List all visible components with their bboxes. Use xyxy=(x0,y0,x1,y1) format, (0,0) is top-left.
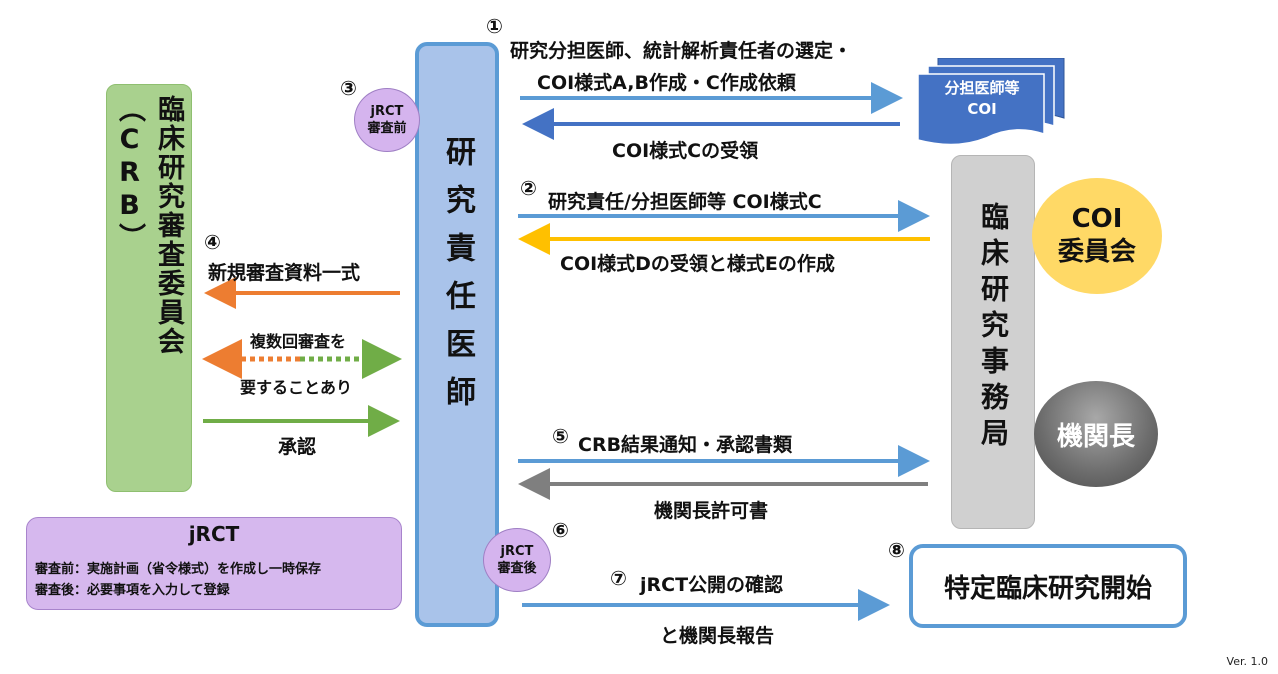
jrct-info-box: jRCT 審査前：実施計画（省令様式）を作成し一時保存 審査後：必要事項を入力し… xyxy=(26,517,402,610)
step5-return-label: 機関長許可書 xyxy=(654,500,769,522)
document-label: 分担医師等 COI xyxy=(918,78,1046,120)
step-number-7: ⑦ xyxy=(610,566,627,590)
step-number-3: ③ xyxy=(340,76,357,100)
step-number-8: ⑧ xyxy=(888,538,905,562)
jrct-pre-line1: jRCT xyxy=(370,104,404,119)
jrct-info-title: jRCT xyxy=(188,522,240,546)
step2-return-label: COI様式Dの受領と様式Eの作成 xyxy=(560,253,835,275)
jrct-pre-review-bubble: jRCT 審査前 xyxy=(354,88,420,152)
step7-label-line2: と機関長報告 xyxy=(660,625,775,647)
director-label: 機関長 xyxy=(1056,421,1135,452)
step5-label: CRB結果通知・承認書類 xyxy=(578,434,793,456)
coi-committee-line1: COI xyxy=(1071,204,1123,234)
step4-label: 新規審査資料一式 xyxy=(208,262,361,284)
step1-label-line2: COI様式A,B作成・C作成依頼 xyxy=(537,72,796,94)
office-label: 臨床研究事務局 xyxy=(977,202,1010,454)
jrct-post-line1: jRCT xyxy=(500,544,534,559)
clinical-research-start-box: 特定臨床研究開始 xyxy=(909,544,1187,628)
step-number-2: ② xyxy=(520,176,537,200)
coi-committee-circle: COI 委員会 xyxy=(1032,178,1162,294)
director-circle: 機関長 xyxy=(1034,381,1158,487)
start-label: 特定臨床研究開始 xyxy=(943,573,1152,604)
step1-label-line1: 研究分担医師、統計解析責任者の選定・ xyxy=(510,40,853,62)
pi-label: 研究責任医師 xyxy=(440,136,475,424)
research-office-box: 臨床研究事務局 xyxy=(951,155,1035,529)
approval-label: 承認 xyxy=(278,436,317,458)
step-number-4: ④ xyxy=(204,230,221,254)
jrct-pre-line2: 審査前 xyxy=(367,121,407,136)
document-label-line1: 分担医師等 xyxy=(944,79,1020,97)
jrct-post-line2: 審査後 xyxy=(497,561,537,576)
version-label: Ver. 1.0 xyxy=(1226,655,1268,668)
step7-label-line1: jRCT公開の確認 xyxy=(640,574,784,596)
multi-review-label-line1: 複数回審査を xyxy=(250,332,347,351)
jrct-info-line1: 審査前：実施計画（省令様式）を作成し一時保存 xyxy=(35,562,322,577)
step2-label: 研究責任/分担医師等 COI様式C xyxy=(548,191,822,213)
step-number-1: ① xyxy=(486,14,503,38)
multi-review-label-line2: 要することあり xyxy=(240,378,353,397)
step1-return-label: COI様式Cの受領 xyxy=(612,140,759,162)
document-stack-icon xyxy=(917,58,1065,146)
crb-label: 臨床研究審査委員会（CRB） xyxy=(114,95,184,356)
principal-investigator-box: 研究責任医師 xyxy=(415,42,499,627)
jrct-post-review-bubble: jRCT 審査後 xyxy=(483,528,551,592)
coi-committee-line2: 委員会 xyxy=(1057,237,1136,267)
crb-box: 臨床研究審査委員会（CRB） xyxy=(106,84,192,492)
document-label-line2: COI xyxy=(967,100,997,118)
step-number-5: ⑤ xyxy=(552,424,569,448)
step-number-6: ⑥ xyxy=(552,518,569,542)
jrct-info-line2: 審査後：必要事項を入力して登録 xyxy=(35,583,230,598)
